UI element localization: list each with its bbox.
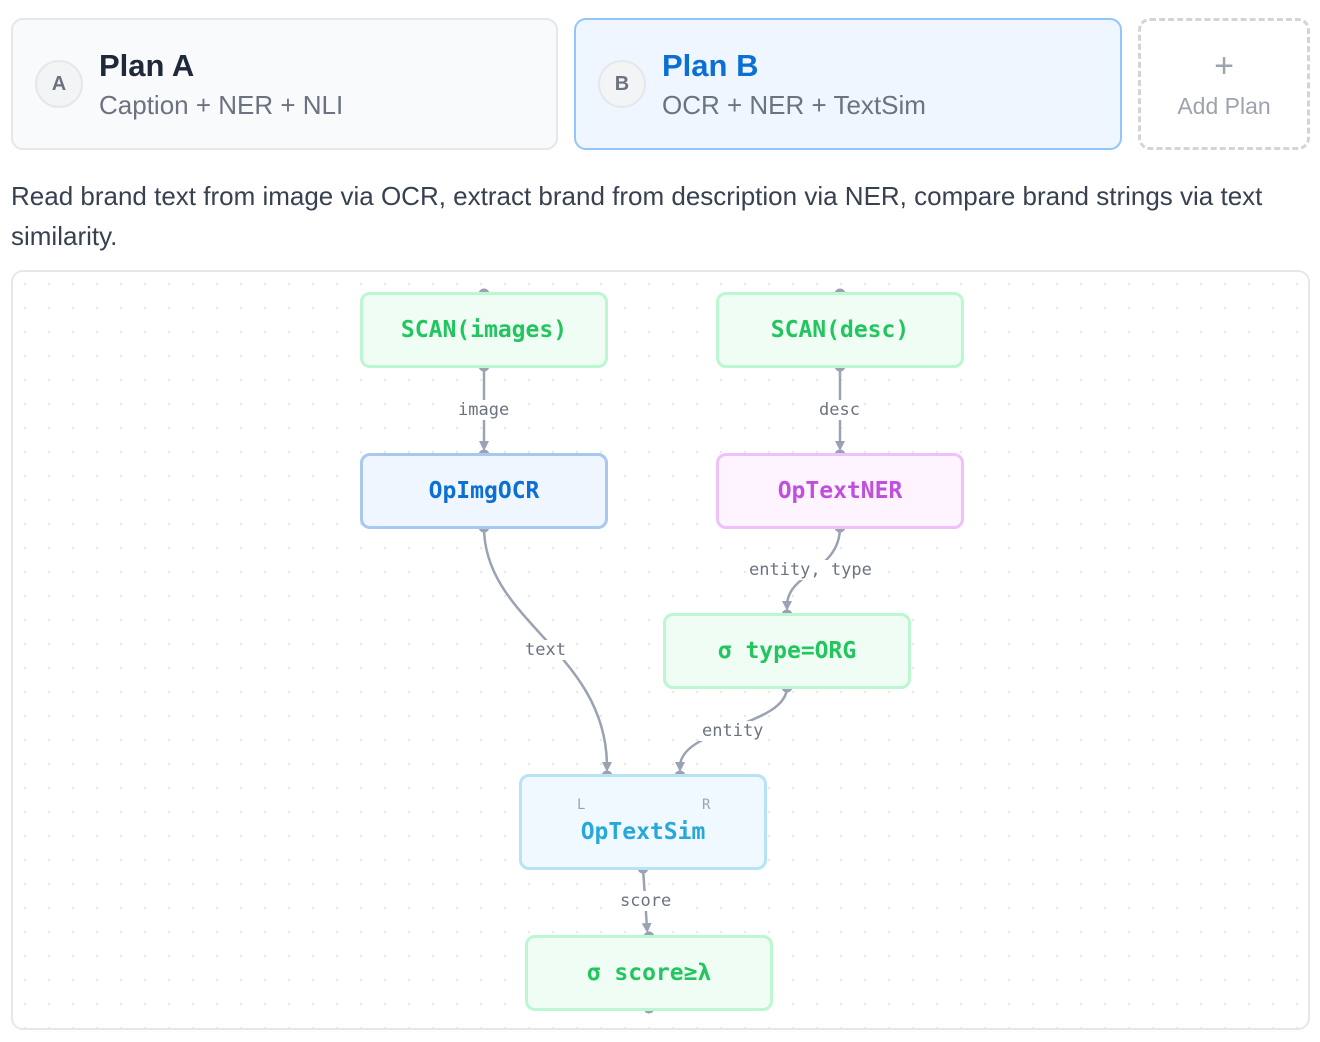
edge-label-entity-type: entity, type [746,560,875,580]
edge-label-entity: entity [699,721,767,741]
node-op-text-sim-label: OpTextSim [580,819,706,845]
node-op-img-ocr[interactable]: OpImgOCR [360,453,608,529]
plan-b-title: Plan B [662,48,759,83]
node-op-text-ner[interactable]: OpTextNER [716,453,964,529]
node-scan-desc[interactable]: SCAN(desc) [716,292,964,368]
plan-a-badge: A [35,60,83,108]
plus-icon: + [1214,46,1234,85]
port-label-right: R [702,797,711,813]
plan-a-title: Plan A [99,48,195,83]
port-label-left: L [577,797,586,813]
edge-label-text: text [522,640,569,660]
plan-description: Read brand text from image via OCR, extr… [11,181,1263,251]
plan-card-b[interactable]: B Plan B OCR + NER + TextSim [574,18,1122,150]
plan-diagram-canvas[interactable]: SCAN(images) SCAN(desc) OpImgOCR OpTextN… [11,270,1310,1030]
plan-b-subtitle: OCR + NER + TextSim [662,90,926,120]
plan-a-subtitle: Caption + NER + NLI [99,90,344,120]
node-scan-images[interactable]: SCAN(images) [360,292,608,368]
add-plan-button[interactable]: + Add Plan [1138,18,1310,150]
add-plan-label: Add Plan [1177,92,1271,119]
node-filter-score[interactable]: σ score≥λ [525,935,773,1011]
edge-label-score: score [617,891,675,911]
node-filter-org[interactable]: σ type=ORG [663,613,911,689]
edge-text [482,526,612,772]
edge-label-image: image [455,400,513,420]
plan-card-a[interactable]: A Plan A Caption + NER + NLI [11,18,558,150]
diagram-edges [478,288,846,1014]
plan-b-badge: B [598,60,646,108]
node-op-text-sim[interactable]: L R OpTextSim [519,774,767,870]
edge-label-desc: desc [816,400,863,420]
